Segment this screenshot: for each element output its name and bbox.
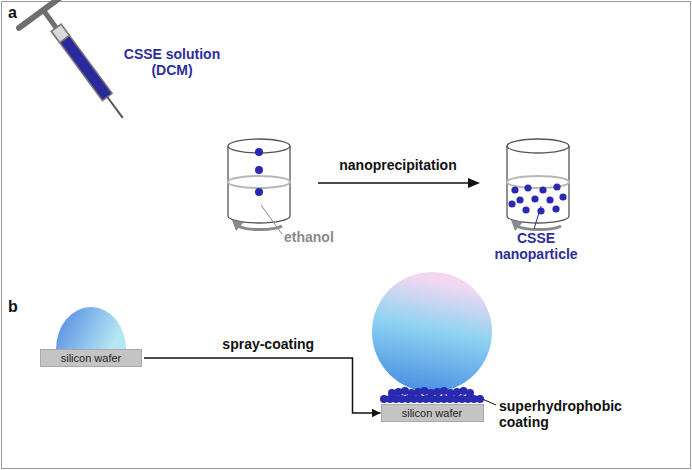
nanoparticle: [511, 186, 518, 193]
beaker: [228, 139, 290, 223]
droplet: [255, 166, 263, 174]
nanoparticle: [522, 206, 529, 213]
nanoparticle: [539, 186, 546, 193]
plunger-head: [51, 24, 69, 42]
arrowhead: [468, 178, 480, 188]
leader-line: [534, 206, 541, 229]
panel-letter: b: [8, 298, 18, 316]
plunger-rod: [43, 10, 57, 29]
stir-arrow: [238, 226, 282, 230]
panel-letter: a: [8, 4, 17, 22]
nanoparticle: [524, 184, 531, 191]
nanoparticle: [552, 205, 559, 212]
wafer-box: silicon wafer: [40, 349, 142, 367]
nanoparticle: [516, 196, 523, 203]
nanoparticle: [466, 389, 474, 397]
beaker-rim: [507, 139, 569, 153]
syringe: [19, 0, 147, 136]
wafer-box: silicon wafer: [381, 404, 484, 422]
wafer-label: silicon wafer: [402, 407, 463, 419]
droplet: [255, 148, 263, 156]
beaker: [507, 139, 569, 223]
process-arrow: [318, 182, 470, 184]
needle: [107, 97, 122, 118]
water-droplet: [56, 307, 126, 349]
nanoparticle: [476, 395, 484, 403]
wafer-label: silicon wafer: [61, 352, 122, 364]
liquid-level: [228, 176, 290, 188]
process-arrow: [144, 358, 381, 413]
process-label: nanoprecipitation: [318, 157, 478, 173]
process-label: spray-coating: [219, 336, 317, 352]
solvent-label: ethanol: [284, 229, 334, 245]
particle-label: CSSE nanoparticle: [486, 230, 586, 262]
coating-label: superhydrophobic coating: [499, 398, 649, 430]
solution-label: CSSE solution (DCM): [112, 46, 232, 78]
droplet: [255, 188, 263, 196]
water-droplet: [372, 272, 492, 392]
stir-arrowhead: [232, 220, 244, 231]
nanoparticle: [531, 195, 538, 202]
stir-arrow: [517, 226, 561, 230]
nanoparticle: [559, 193, 566, 200]
coating-particles: [380, 387, 484, 403]
stir-arrowhead: [511, 220, 523, 231]
nanoparticle: [553, 183, 560, 190]
nanoparticle: [546, 196, 553, 203]
syringe-barrel: [51, 24, 112, 100]
nanoparticles: [508, 183, 566, 214]
nanoparticle: [508, 200, 515, 207]
leader-line: [261, 205, 282, 234]
